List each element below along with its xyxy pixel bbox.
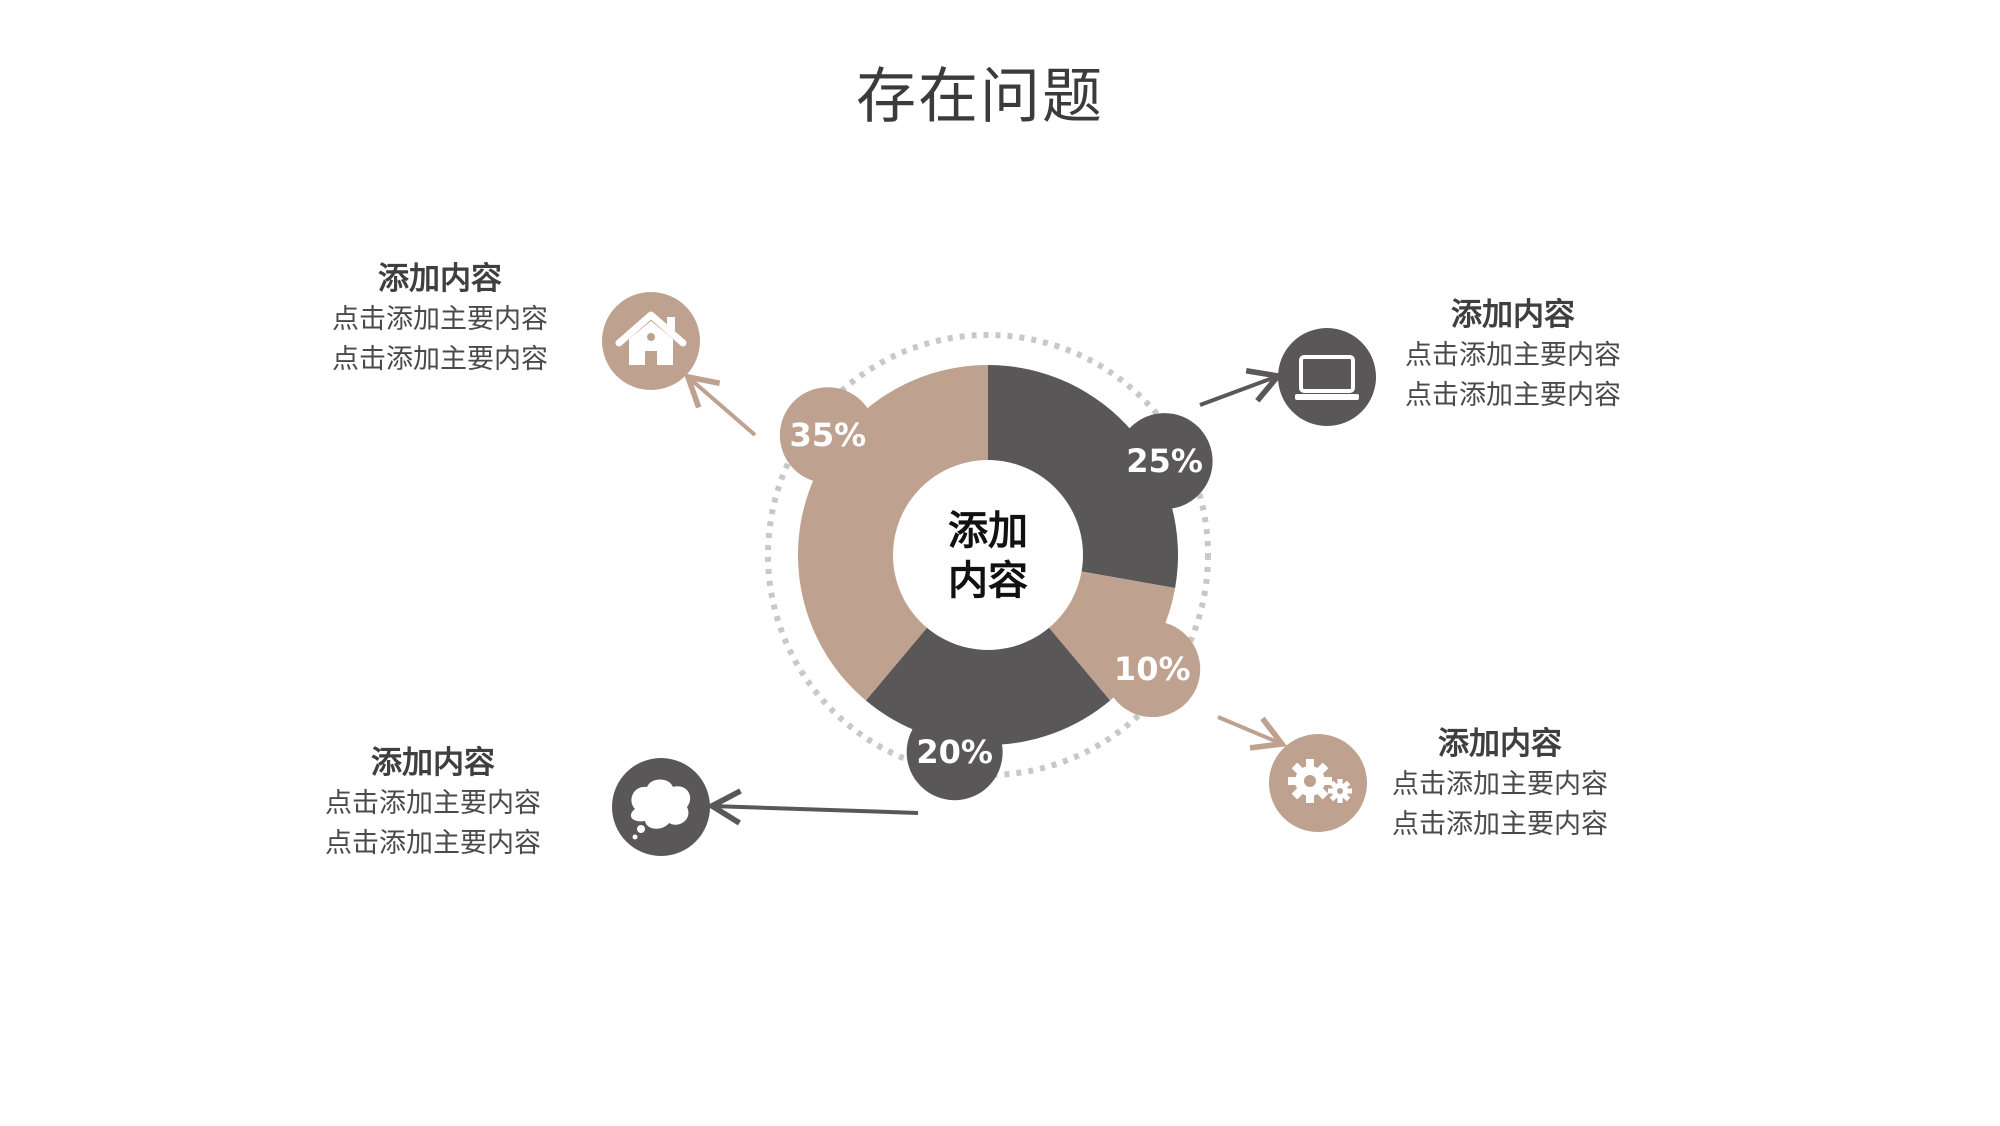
callout-line: 点击添加主要内容 (325, 788, 541, 819)
callout-laptop: 添加内容 点击添加主要内容 点击添加主要内容 (1353, 294, 1673, 416)
callout-title: 添加内容 (378, 261, 502, 297)
percent-badge (779, 387, 876, 484)
callout-line: 点击添加主要内容 (332, 344, 548, 375)
callout-line: 点击添加主要内容 (1392, 809, 1608, 840)
percent-label: 20% (916, 733, 993, 771)
callout-line: 点击添加主要内容 (1405, 340, 1621, 371)
laptop-icon (1295, 355, 1359, 400)
callout-line: 点击添加主要内容 (325, 828, 541, 859)
connector-25 (1199, 367, 1284, 407)
percent-badge (906, 704, 1003, 801)
callout-title: 添加内容 (1438, 726, 1562, 762)
center-label-line-2: 内容 (948, 558, 1028, 604)
percent-label: 35% (790, 416, 867, 454)
percent-label: 10% (1114, 650, 1191, 688)
callout-gears: 添加内容 点击添加主要内容 点击添加主要内容 (1340, 723, 1660, 845)
home-icon (615, 311, 687, 365)
page-title: 存在问题 (856, 62, 1104, 132)
percent-badges: 25% 10% 20% 35% (779, 387, 1213, 801)
callout-chat: 添加内容 点击添加主要内容 点击添加主要内容 (273, 742, 593, 864)
icon-circle-laptop (1278, 328, 1376, 426)
callout-title: 添加内容 (371, 745, 495, 781)
connector-20 (706, 788, 919, 826)
callout-line: 点击添加主要内容 (332, 304, 548, 335)
connector-10 (1217, 715, 1288, 751)
callout-line: 点击添加主要内容 (1392, 769, 1608, 800)
center-hole (893, 460, 1083, 650)
callout-home: 添加内容 点击添加主要内容 点击添加主要内容 (280, 258, 600, 380)
callout-line: 点击添加主要内容 (1405, 380, 1621, 411)
percent-badge (1104, 621, 1201, 718)
chat-bubble-icon (630, 779, 691, 840)
center-label-line-1: 添加 (948, 508, 1028, 554)
dotted-ring (765, 332, 1211, 778)
percent-badge (1116, 413, 1213, 510)
connector-35 (683, 373, 757, 437)
gears-icon (1288, 759, 1352, 803)
percent-label: 25% (1126, 442, 1203, 480)
callout-title: 添加内容 (1451, 297, 1575, 333)
